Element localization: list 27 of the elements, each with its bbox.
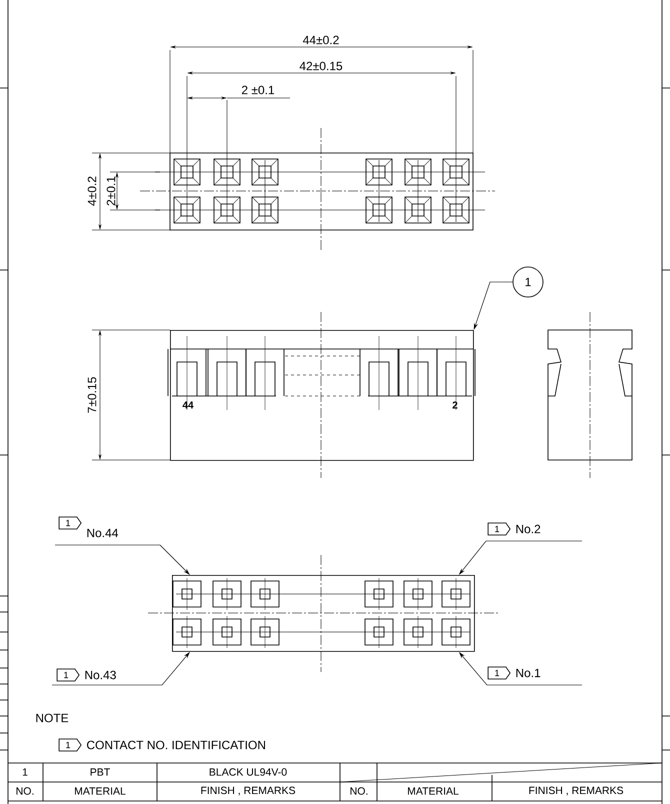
table-cell: MATERIAL	[408, 787, 459, 795]
pin-number: 2	[452, 402, 458, 408]
table-cell: NO.	[16, 787, 34, 795]
pin-label: CONTACT NO. IDENTIFICATION	[87, 740, 265, 750]
pin-label: No.43	[85, 670, 116, 680]
dimension-text: 42±0.15	[300, 62, 342, 70]
housing-bottom-view	[172, 575, 475, 652]
dimension-text: 44±0.2	[302, 36, 339, 44]
table-cell: FINISH , REMARKS	[201, 786, 296, 796]
table-cell: NO.	[350, 787, 368, 795]
pin-label: No.2	[516, 524, 540, 534]
leader-line	[160, 544, 190, 575]
pin-number: 44	[182, 402, 194, 408]
pin-label: No.44	[87, 528, 118, 538]
dimension-text: 4±0.2	[88, 176, 96, 206]
dimension-text: 2±0.1	[106, 176, 116, 206]
table-cell: MATERIAL	[75, 787, 126, 795]
table-cell: 1	[22, 768, 28, 776]
dimension-text: 2 ±0.1	[242, 86, 274, 94]
callout-number: 1	[512, 266, 544, 298]
table-cell: FINISH , REMARKS	[529, 786, 624, 796]
housing-front-view	[170, 330, 474, 461]
table-cell: BLACK UL94V-0	[210, 768, 287, 776]
note-heading: NOTE	[36, 714, 68, 722]
pin-label: No.1	[516, 668, 540, 678]
table-cell: PBT	[90, 768, 110, 776]
dimension-text: 7±0.15	[88, 377, 96, 413]
